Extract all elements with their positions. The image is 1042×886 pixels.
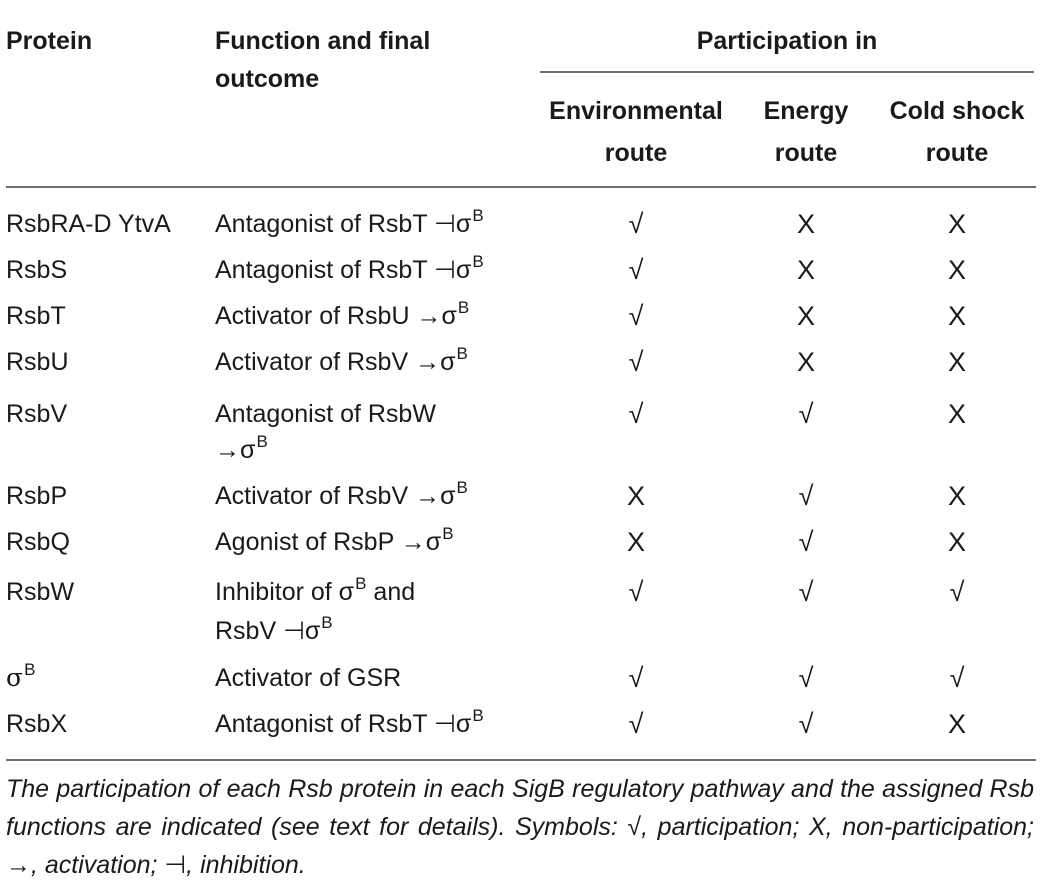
protein-cell: RsbW	[6, 578, 75, 606]
function-cell: Antagonist of RsbT ⊣σB	[215, 252, 484, 284]
header-participation: Participation in	[696, 27, 878, 55]
protein-cell: RsbU	[6, 348, 69, 376]
cold-shock-route-mark: X	[947, 347, 966, 377]
function-cell: Antagonist of RsbT ⊣σB	[215, 706, 484, 738]
environmental-route-mark: √	[628, 663, 644, 693]
header-environmental-route: Environmental route	[549, 97, 723, 167]
protein-cell: RsbRA-D YtvA	[6, 210, 171, 238]
energy-route-mark: √	[798, 663, 814, 693]
energy-route-mark: √	[798, 577, 814, 607]
header-energy-route: Energy route	[763, 97, 849, 167]
energy-route-mark: X	[796, 209, 815, 239]
cold-shock-route-mark: X	[947, 209, 966, 239]
header-protein: Protein	[6, 27, 93, 55]
protein-cell: RsbP	[6, 482, 68, 510]
cold-shock-route-mark: √	[949, 663, 965, 693]
function-cell: Activator of RsbU →σB	[215, 298, 470, 330]
header-cold-shock-route: Cold shock route	[889, 97, 1025, 167]
participation-underline	[540, 71, 1034, 73]
table-bottom-rule	[6, 759, 1036, 761]
cold-shock-route-mark: √	[949, 577, 965, 607]
energy-route-mark: X	[796, 301, 815, 331]
environmental-route-mark: √	[628, 301, 644, 331]
table-footnote: The participation of each Rsb protein in…	[6, 775, 1034, 879]
function-cell: Antagonist of RsbW→σB	[215, 400, 436, 464]
header-bottom-rule	[6, 186, 1036, 188]
protein-cell: RsbX	[6, 710, 68, 738]
header-function: Function and final outcome	[215, 27, 431, 93]
function-cell: Agonist of RsbP →σB	[215, 524, 454, 556]
protein-cell: RsbV	[6, 400, 68, 428]
function-cell: Activator of GSR	[215, 664, 402, 692]
protein-cell: RsbQ	[6, 528, 70, 556]
energy-route-mark: X	[796, 347, 815, 377]
cold-shock-route-mark: X	[947, 255, 966, 285]
energy-route-mark: √	[798, 709, 814, 739]
environmental-route-mark: √	[628, 399, 644, 429]
energy-route-mark: √	[798, 399, 814, 429]
function-suffix: B and	[355, 574, 416, 606]
function-cell: Activator of RsbV →σB	[215, 478, 468, 510]
environmental-route-mark: √	[628, 255, 644, 285]
function-cell: Activator of RsbV →σB	[215, 344, 468, 376]
environmental-route-mark: √	[628, 577, 644, 607]
cold-shock-route-mark: X	[947, 481, 966, 511]
energy-route-mark: X	[796, 255, 815, 285]
environmental-route-mark: X	[626, 527, 645, 557]
function-cell: Antagonist of RsbT ⊣σB	[215, 206, 484, 238]
protein-cell: σB	[6, 660, 36, 692]
environmental-route-mark: √	[628, 709, 644, 739]
protein-cell: RsbS	[6, 256, 68, 284]
energy-route-mark: √	[798, 481, 814, 511]
cold-shock-route-mark: X	[947, 527, 966, 557]
environmental-route-mark: √	[628, 209, 644, 239]
environmental-route-mark: √	[628, 347, 644, 377]
energy-route-mark: √	[798, 527, 814, 557]
protein-cell: RsbT	[6, 302, 66, 330]
cold-shock-route-mark: X	[947, 301, 966, 331]
cold-shock-route-mark: X	[947, 399, 966, 429]
environmental-route-mark: X	[626, 481, 645, 511]
cold-shock-route-mark: X	[947, 709, 966, 739]
